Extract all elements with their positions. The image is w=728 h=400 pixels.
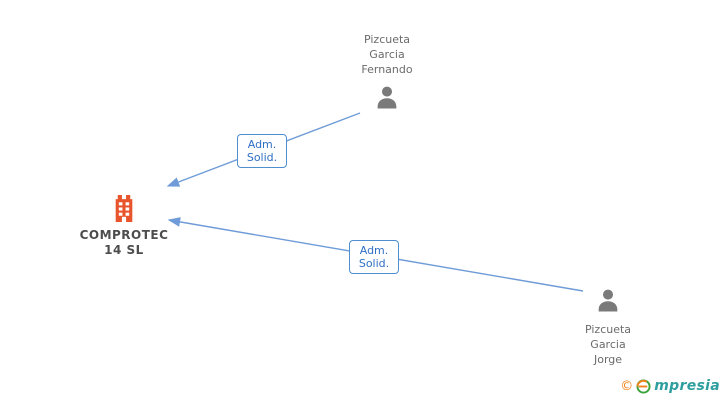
node-person-fernando[interactable]: Pizcueta Garcia Fernando bbox=[327, 32, 447, 111]
edge-label-adm-solid-2: Adm. Solid. bbox=[349, 240, 399, 274]
person-icon bbox=[377, 86, 397, 109]
person-name[interactable]: Pizcueta Garcia Jorge bbox=[584, 323, 632, 366]
node-person-jorge[interactable]: Pizcueta Garcia Jorge bbox=[548, 288, 668, 367]
node-company-comprotec[interactable]: COMPROTEC 14 SL bbox=[54, 195, 194, 258]
brand-name: mpresia bbox=[654, 378, 720, 394]
person-icon bbox=[598, 289, 618, 312]
edge-label-adm-solid-1: Adm. Solid. bbox=[237, 134, 287, 168]
building-icon bbox=[115, 195, 133, 222]
footer-brand[interactable]: © mpresia bbox=[620, 378, 720, 394]
copyright-symbol: © bbox=[620, 378, 634, 394]
person-name[interactable]: Pizcueta Garcia Fernando bbox=[361, 33, 413, 76]
empresia-logo-icon bbox=[636, 378, 651, 394]
company-name[interactable]: COMPROTEC 14 SL bbox=[79, 228, 169, 257]
